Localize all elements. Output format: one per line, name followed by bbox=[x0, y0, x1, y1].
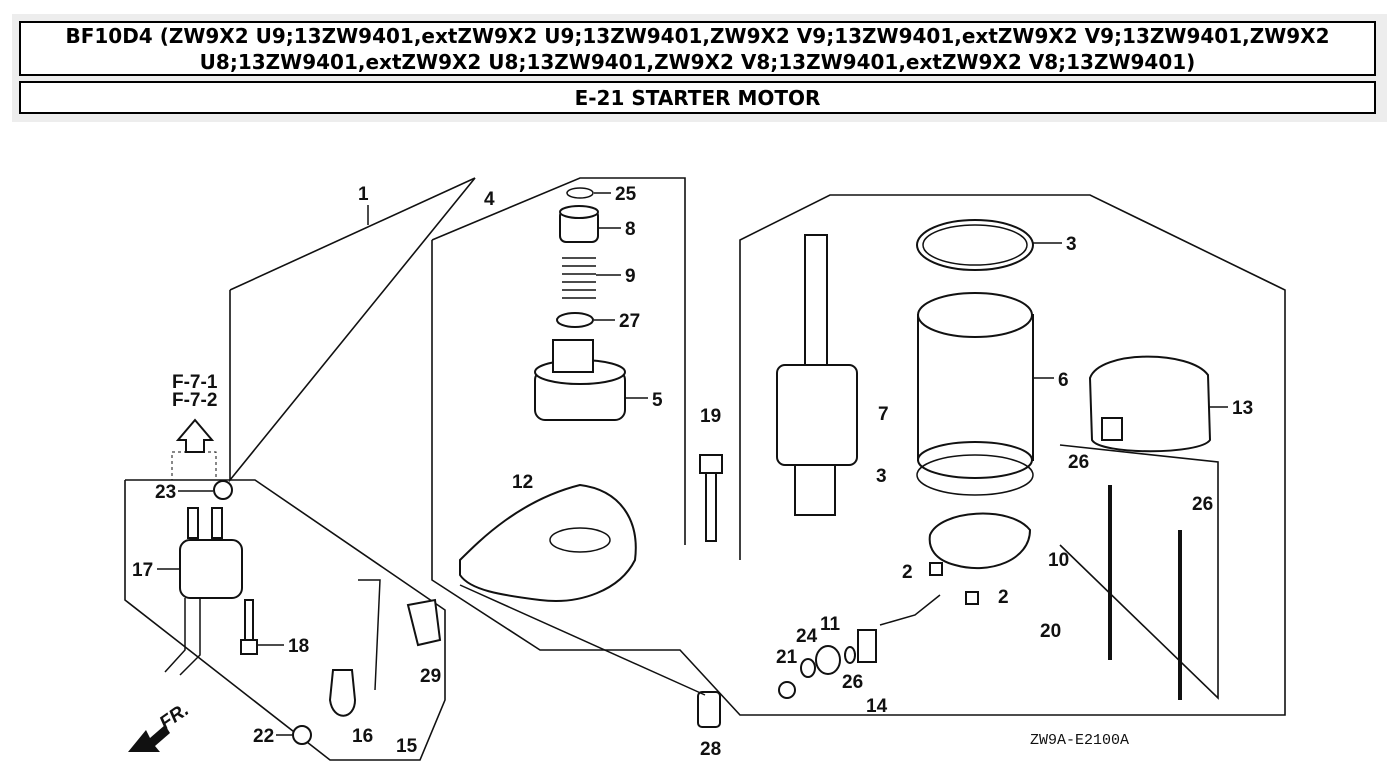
front-arrow-icon bbox=[128, 725, 170, 752]
frame-assembly-4b bbox=[431, 177, 686, 545]
solenoid-terminal-1 bbox=[187, 507, 199, 539]
callouts: 1 2 2 3 3 4 5 6 7 8 9 10 11 12 13 14 15 … bbox=[132, 184, 1253, 760]
model-title: BF10D4 (ZW9X2 U9;13ZW9401,extZW9X2 U9;13… bbox=[19, 21, 1376, 76]
callout-11: 11 bbox=[820, 614, 841, 635]
pinion-gear bbox=[552, 339, 594, 373]
nut-23-part bbox=[213, 480, 233, 500]
callout-10: 10 bbox=[1048, 550, 1069, 571]
end-cover-part bbox=[459, 483, 637, 602]
nut-21-part bbox=[778, 681, 796, 699]
reference-arrow-icon bbox=[175, 418, 215, 453]
leader-line bbox=[459, 584, 706, 696]
callout-8: 8 bbox=[625, 219, 636, 240]
yoke-body bbox=[917, 314, 1034, 461]
clip-2-lower bbox=[965, 591, 979, 605]
header-panel: BF10D4 (ZW9X2 U9;13ZW9401,extZW9X2 U9;13… bbox=[12, 14, 1387, 122]
callout-25: 25 bbox=[615, 184, 637, 205]
snap-ring-part bbox=[566, 187, 594, 199]
o-ring-upper bbox=[916, 219, 1034, 271]
callout-1: 1 bbox=[358, 184, 369, 205]
callout-29: 29 bbox=[420, 666, 441, 687]
collar-top bbox=[559, 205, 599, 219]
washer-part bbox=[556, 312, 594, 328]
callout-26b: 26 bbox=[1192, 494, 1213, 515]
callout-18: 18 bbox=[288, 636, 309, 657]
armature-commutator bbox=[794, 464, 836, 516]
callout-15: 15 bbox=[396, 736, 418, 757]
callout-26c: 26 bbox=[842, 672, 863, 693]
callout-3a: 3 bbox=[1066, 234, 1077, 255]
boot-16-part bbox=[328, 669, 357, 717]
frame-assembly-1 bbox=[229, 177, 476, 483]
yoke-top bbox=[917, 292, 1033, 338]
callout-14: 14 bbox=[866, 696, 888, 717]
insulator-11-part bbox=[815, 645, 841, 675]
callout-23: 23 bbox=[155, 482, 176, 503]
sleeve-28-part bbox=[697, 691, 721, 728]
callout-12: 12 bbox=[512, 472, 533, 493]
spring-part bbox=[562, 257, 596, 299]
bolt-19-shank bbox=[705, 472, 717, 542]
callout-9: 9 bbox=[625, 266, 636, 287]
frame-solenoid bbox=[124, 479, 446, 761]
washer-24-part bbox=[800, 658, 816, 678]
callout-4: 4 bbox=[484, 189, 495, 210]
callout-28: 28 bbox=[700, 739, 721, 760]
cable-15-part bbox=[358, 579, 381, 691]
brush-holder-part bbox=[928, 512, 1032, 570]
reference-label-1: F-7-1 bbox=[172, 372, 218, 393]
o-ring-upper-inner bbox=[922, 224, 1028, 266]
washer-26-part bbox=[844, 646, 856, 664]
reference-label-2: F-7-2 bbox=[172, 390, 217, 411]
solenoid-terminal-2 bbox=[211, 507, 223, 539]
callout-22: 22 bbox=[253, 726, 274, 747]
solenoid-leads bbox=[164, 598, 201, 676]
callout-7: 7 bbox=[878, 404, 889, 425]
callout-24: 24 bbox=[796, 626, 818, 647]
cap-29-part bbox=[406, 598, 442, 647]
drawing-code: ZW9A-E2100A bbox=[1030, 732, 1129, 749]
callout-6: 6 bbox=[1058, 370, 1069, 391]
frame-bolts bbox=[1059, 444, 1219, 700]
callout-19: 19 bbox=[700, 406, 721, 427]
plate-14-part bbox=[857, 629, 877, 663]
callout-17: 17 bbox=[132, 560, 153, 581]
yoke-bottom bbox=[917, 441, 1033, 479]
bolt-18-head bbox=[240, 639, 258, 655]
reference-box bbox=[171, 451, 217, 481]
callout-21: 21 bbox=[776, 647, 798, 668]
callout-13: 13 bbox=[1232, 398, 1253, 419]
callout-20: 20 bbox=[1040, 621, 1061, 642]
section-title: E-21 STARTER MOTOR bbox=[19, 81, 1376, 114]
o-ring-lower bbox=[916, 454, 1034, 496]
frame-line bbox=[229, 177, 476, 291]
bolt-19-head bbox=[699, 454, 723, 474]
armature-core bbox=[776, 364, 858, 466]
nut-22-part bbox=[292, 725, 312, 745]
callout-3b: 3 bbox=[876, 466, 887, 487]
solenoid-body bbox=[179, 539, 243, 599]
frame-assembly-4 bbox=[431, 194, 1286, 716]
terminal-lead bbox=[879, 594, 941, 626]
clip-2-upper bbox=[929, 562, 943, 576]
callout-27: 27 bbox=[619, 311, 640, 332]
armature-shaft bbox=[804, 234, 828, 366]
bolt-18-shank bbox=[244, 599, 254, 641]
callout-5: 5 bbox=[652, 390, 663, 411]
rear-cover-tab bbox=[1101, 417, 1123, 441]
callout-26a: 26 bbox=[1068, 452, 1089, 473]
callout-2b: 2 bbox=[998, 587, 1009, 608]
callout-2a: 2 bbox=[902, 562, 913, 583]
end-cover-hole bbox=[549, 527, 611, 553]
callout-16: 16 bbox=[352, 726, 373, 747]
